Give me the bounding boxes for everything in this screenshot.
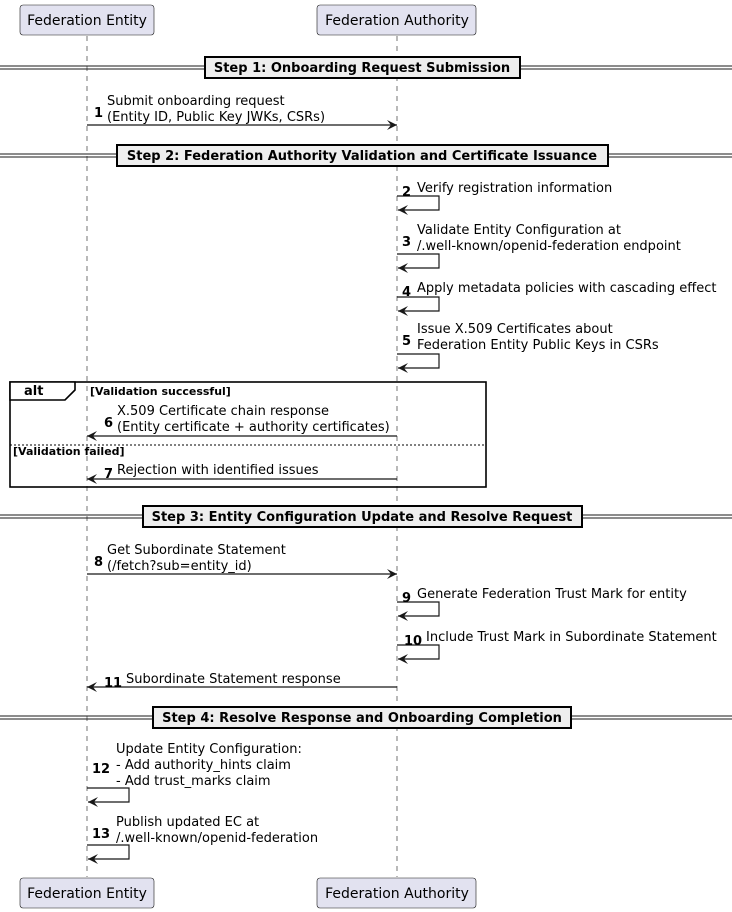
self-arrow — [397, 296, 440, 316]
message-number: 8 — [94, 555, 103, 570]
alt-condition-success: [Validation successful] — [90, 385, 231, 398]
self-arrow — [87, 844, 130, 864]
self-arrow — [397, 353, 440, 373]
alt-condition-failed: [Validation failed] — [13, 445, 125, 458]
message-number: 4 — [402, 285, 411, 300]
self-arrow — [397, 644, 440, 664]
message-text-line: Get Subordinate Statement — [107, 543, 286, 558]
message-number: 7 — [104, 467, 113, 482]
message-text-line: Subordinate Statement response — [126, 672, 341, 687]
message-9: 9 Generate Federation Trust Mark for enti… — [397, 587, 687, 621]
participant-federation-entity-top: Federation Entity — [19, 4, 155, 36]
participant-federation-entity-bottom: Federation Entity — [19, 877, 155, 909]
self-arrow — [397, 253, 440, 273]
self-arrow — [87, 787, 130, 807]
message-4: 4 Apply metadata policies with cascading … — [397, 281, 716, 316]
message-text-line: Update Entity Configuration: — [116, 742, 302, 757]
message-2: 2 Verify registration information — [397, 181, 612, 215]
alt-fragment: alt [Validation successful] [Validation … — [9, 381, 487, 488]
message-text-line: /.well-known/openid-federation endpoint — [417, 239, 681, 254]
svg-text:Step 1: Onboarding Request Sub: Step 1: Onboarding Request Submission — [214, 61, 510, 76]
message-5: 5 Issue X.509 Certificates aboutFederatio… — [397, 322, 659, 373]
message-number: 3 — [402, 235, 411, 250]
divider-step-1: Step 1: Onboarding Request Submission — [0, 56, 732, 79]
message-text-line: Validate Entity Configuration at — [417, 223, 621, 238]
message-text-line: Generate Federation Trust Mark for entit… — [417, 587, 687, 602]
participant-federation-authority-top: Federation Authority — [316, 4, 477, 36]
message-number: 2 — [402, 185, 411, 200]
message-text-line: (Entity certificate + authority certific… — [117, 420, 390, 435]
message-text-line: (/fetch?sub=entity_id) — [107, 559, 252, 574]
message-8: 8 Get Subordinate Statement(/fetch?sub=en… — [87, 543, 397, 579]
self-arrow — [397, 601, 440, 621]
message-3: 3 Validate Entity Configuration at/.well-… — [397, 223, 681, 273]
divider-step-3: Step 3: Entity Configuration Update and … — [0, 505, 732, 528]
message-text-line: Rejection with identified issues — [117, 463, 319, 478]
messages: 1 Submit onboarding request(Entity ID, Pu… — [87, 94, 717, 864]
message-1: 1 Submit onboarding request(Entity ID, Pu… — [87, 94, 397, 130]
message-text-line: Federation Entity Public Keys in CSRs — [417, 338, 659, 353]
message-number: 6 — [104, 416, 113, 431]
divider-step-2: Step 2: Federation Authority Validation … — [0, 144, 732, 167]
message-number: 12 — [92, 762, 110, 777]
message-text-line: - Add trust_marks claim — [116, 774, 271, 789]
message-text-line: Publish updated EC at — [116, 815, 259, 830]
message-text-line: /.well-known/openid-federation — [116, 831, 318, 846]
message-13: 13 Publish updated EC at/.well-known/open… — [87, 815, 318, 864]
message-12: 12 Update Entity Configuration:- Add auth… — [87, 742, 302, 807]
message-text-line: Verify registration information — [417, 181, 612, 196]
svg-text:Step 4: Resolve Response and O: Step 4: Resolve Response and Onboarding … — [162, 711, 562, 726]
message-number: 13 — [92, 827, 110, 842]
message-text-line: Include Trust Mark in Subordinate Statem… — [426, 630, 717, 645]
svg-text:Federation Authority: Federation Authority — [325, 13, 469, 29]
message-text-line: - Add authority_hints claim — [116, 758, 291, 773]
svg-text:Step 2: Federation Authority V: Step 2: Federation Authority Validation … — [127, 149, 597, 164]
message-number: 9 — [402, 591, 411, 606]
self-arrow — [397, 195, 440, 215]
message-number: 10 — [404, 634, 422, 649]
message-11: 11 Subordinate Statement response — [87, 672, 397, 692]
message-7: 7 Rejection with identified issues — [87, 463, 397, 484]
svg-text:Federation Entity: Federation Entity — [27, 13, 147, 29]
divider-step-4: Step 4: Resolve Response and Onboarding … — [0, 706, 732, 729]
alt-keyword: alt — [24, 384, 43, 399]
message-text-line: Issue X.509 Certificates about — [417, 322, 613, 337]
message-number: 11 — [104, 676, 122, 691]
participant-federation-authority-bottom: Federation Authority — [316, 877, 477, 909]
message-number: 5 — [402, 334, 411, 349]
message-10: 10 Include Trust Mark in Subordinate Stat… — [397, 630, 717, 664]
message-text-line: (Entity ID, Public Key JWKs, CSRs) — [107, 110, 325, 125]
message-number: 1 — [94, 106, 103, 121]
message-text-line: X.509 Certificate chain response — [117, 404, 329, 419]
message-text-line: Apply metadata policies with cascading e… — [417, 281, 716, 296]
svg-text:Step 3: Entity Configuration U: Step 3: Entity Configuration Update and … — [152, 510, 573, 525]
message-6: 6 X.509 Certificate chain response(Entity… — [87, 404, 397, 441]
svg-text:Federation Authority: Federation Authority — [325, 886, 469, 902]
message-text-line: Submit onboarding request — [107, 94, 285, 109]
svg-text:Federation Entity: Federation Entity — [27, 886, 147, 902]
